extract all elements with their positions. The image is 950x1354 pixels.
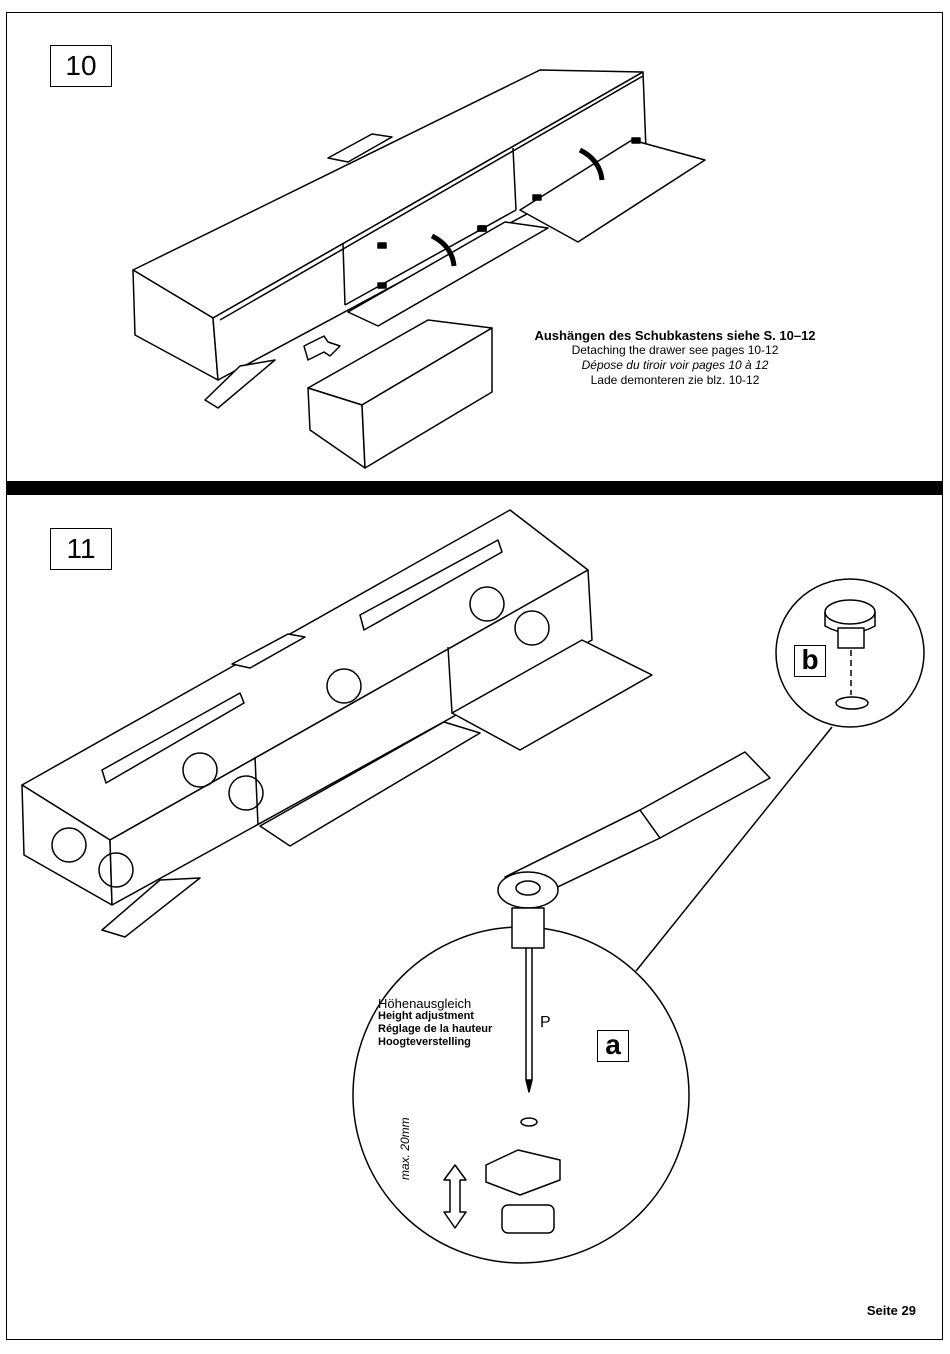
caption-fr: Dépose du tiroir voir pages 10 à 12 bbox=[505, 358, 845, 373]
detail-label-a: a bbox=[597, 1030, 629, 1062]
step-number-11: 11 bbox=[50, 528, 112, 570]
caption-de: Aushängen des Schubkastens siehe S. 10–1… bbox=[505, 328, 845, 343]
caption-nl: Lade demonteren zie blz. 10-12 bbox=[505, 373, 845, 388]
height-nl: Hoogteverstelling bbox=[378, 1036, 492, 1049]
height-adjustment-text: Höhenausgleich Height adjustment Réglage… bbox=[378, 997, 492, 1049]
page-number: Seite 29 bbox=[867, 1303, 916, 1318]
drawer-caption: Aushängen des Schubkastens siehe S. 10–1… bbox=[505, 328, 845, 388]
sideboard-step10 bbox=[133, 70, 705, 468]
step-number-10: 10 bbox=[50, 45, 112, 87]
height-de: Höhenausgleich bbox=[378, 997, 492, 1010]
detail-label-b: b bbox=[794, 645, 826, 677]
max-adjust-label: max. 20mm bbox=[398, 1117, 412, 1180]
caption-en: Detaching the drawer see pages 10-12 bbox=[505, 343, 845, 358]
height-fr: Réglage de la hauteur bbox=[378, 1023, 492, 1036]
tool-label: P bbox=[540, 1014, 551, 1032]
height-en: Height adjustment bbox=[378, 1010, 492, 1023]
